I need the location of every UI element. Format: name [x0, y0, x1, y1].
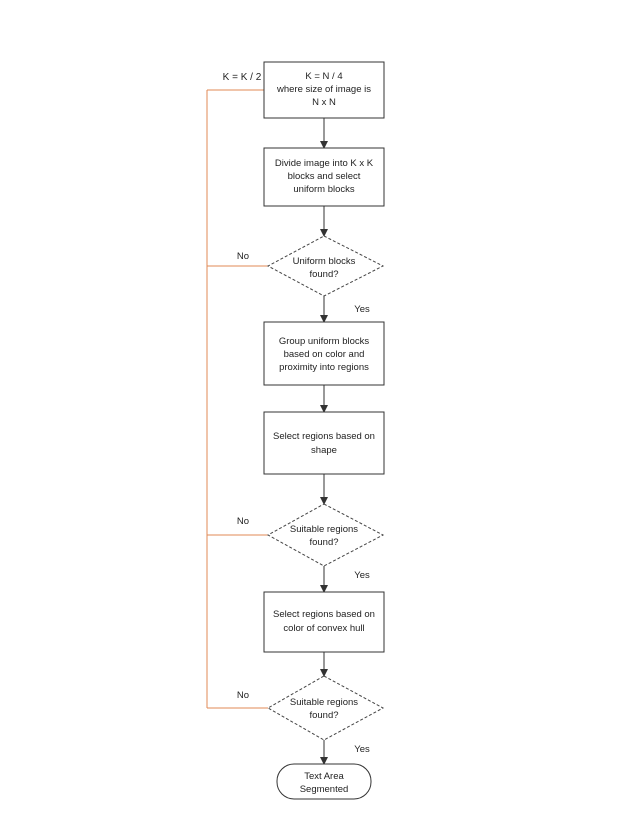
decision-uniform-blocks-line-2: found? — [309, 269, 338, 280]
decision-suitable-regions-1-line-1: Suitable regions — [290, 524, 358, 535]
group-box-shape — [263, 321, 385, 386]
end-terminal: Text Area Segmented — [276, 763, 372, 800]
shape-box-shape — [263, 411, 385, 475]
hull-box-shape — [263, 591, 385, 653]
decision-uniform-blocks: Uniform blocks found? — [266, 235, 385, 297]
yes-label-2: Yes — [354, 570, 370, 581]
no-label-1: No — [237, 251, 249, 262]
no-label-2: No — [237, 516, 249, 527]
decision-suitable-regions-1-line-2: found? — [309, 537, 338, 548]
shape-box-line-1: Select regions based on — [273, 431, 375, 442]
decision-suitable-regions-1: Suitable regions found? — [266, 503, 385, 567]
shape-box-line-2: shape — [311, 445, 337, 456]
init-box-shape — [263, 61, 385, 119]
hull-box: Select regions based on color of convex … — [263, 591, 385, 653]
init-box-line-2: where size of image is — [276, 84, 371, 95]
init-box-line-3: N x N — [312, 97, 336, 108]
decision-suitable-regions-2-line-2: found? — [309, 710, 338, 721]
decision-uniform-blocks-line-1: Uniform blocks — [293, 256, 356, 267]
divide-box-line-1: Divide image into K x K — [275, 158, 374, 169]
yes-label-3: Yes — [354, 744, 370, 755]
divide-box: Divide image into K x K blocks and selec… — [263, 147, 385, 207]
group-box: Group uniform blocks based on color and … — [263, 321, 385, 386]
end-terminal-line-2: Segmented — [300, 784, 349, 795]
decision-suitable-regions-2: Suitable regions found? — [266, 675, 385, 741]
divide-box-line-2: blocks and select — [288, 171, 361, 182]
group-box-line-1: Group uniform blocks — [279, 336, 370, 347]
yes-label-1: Yes — [354, 304, 370, 315]
decision-suitable-regions-2-line-1: Suitable regions — [290, 697, 358, 708]
divide-box-shape — [263, 147, 385, 207]
no-label-3: No — [237, 690, 249, 701]
divide-box-line-3: uniform blocks — [293, 184, 354, 195]
end-terminal-line-1: Text Area — [304, 771, 344, 782]
decision-suitable-regions-1-shape — [266, 503, 385, 567]
loop-back-lines — [206, 89, 268, 709]
group-box-line-3: proximity into regions — [279, 362, 369, 373]
decision-uniform-blocks-shape — [266, 235, 385, 297]
hull-box-line-2: color of convex hull — [283, 623, 364, 634]
end-terminal-shape — [276, 763, 372, 800]
hull-box-line-1: Select regions based on — [273, 609, 375, 620]
group-box-line-2: based on color and — [284, 349, 365, 360]
shape-box: Select regions based on shape — [263, 411, 385, 475]
decision-suitable-regions-2-shape — [266, 675, 385, 741]
init-box-line-1: K = N / 4 — [305, 71, 342, 82]
init-box: K = N / 4 where size of image is N x N — [263, 61, 385, 119]
loop-label: K = K / 2 — [223, 72, 262, 83]
